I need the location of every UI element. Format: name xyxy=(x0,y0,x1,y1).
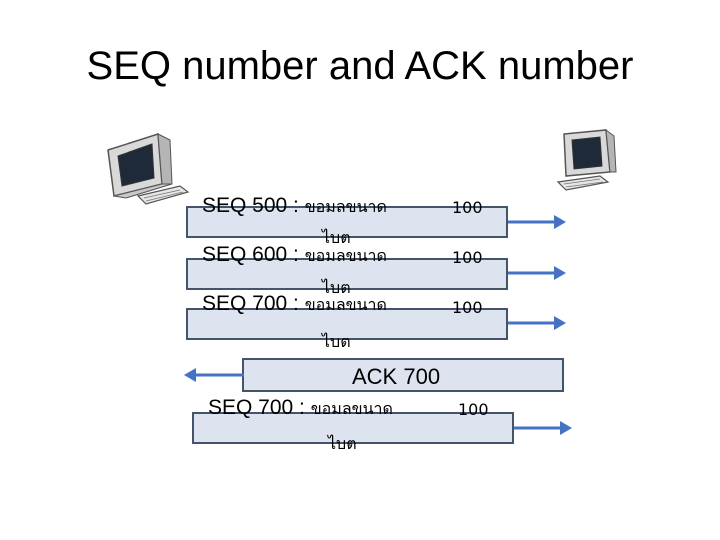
ack-label: ACK 700 xyxy=(352,364,441,389)
ack-box xyxy=(242,358,564,392)
ack-arrow-icon xyxy=(184,368,244,382)
segment-1-seq-label: SEQ 500 : ขอมลขนาด xyxy=(202,194,387,220)
segment-2-arrow-icon xyxy=(508,266,566,280)
retransmit-seq-label: SEQ 700 : ขอมลขนาด xyxy=(208,396,393,422)
slide-title: SEQ number and ACK number xyxy=(86,44,634,88)
segment-3-size: 100 xyxy=(452,298,483,317)
segment-3-unit: ไบต xyxy=(322,332,351,351)
segment-2-seq: SEQ 600 : xyxy=(202,243,299,266)
retransmit-seq: SEQ 700 : xyxy=(208,396,305,419)
retransmit-box xyxy=(192,412,514,444)
segment-box-3 xyxy=(186,308,508,340)
segment-2-seq-label: SEQ 600 : ขอมลขนาด xyxy=(202,243,387,269)
segment-3-seq: SEQ 700 : xyxy=(202,292,299,315)
segment-2-size: 100 xyxy=(452,248,483,267)
segment-3-desc: ขอมลขนาด xyxy=(304,295,387,314)
segment-1-arrow-icon xyxy=(508,215,566,229)
segment-3-seq-label: SEQ 700 : ขอมลขนาด xyxy=(202,292,387,318)
segment-1-desc: ขอมลขนาด xyxy=(304,197,387,216)
receiver-computer-icon xyxy=(556,128,617,191)
segment-2-unit: ไบต xyxy=(322,278,351,297)
segment-box-1 xyxy=(186,206,508,238)
retransmit-unit: ไบต xyxy=(328,434,357,453)
sender-computer-icon xyxy=(107,132,190,205)
retransmit-arrow-icon xyxy=(514,421,572,435)
segment-3-arrow-icon xyxy=(508,316,566,330)
segment-box-2 xyxy=(186,258,508,290)
retransmit-desc: ขอมลขนาด xyxy=(310,399,393,418)
retransmit-size: 100 xyxy=(458,400,489,419)
segment-1-size: 100 xyxy=(452,198,483,217)
segment-2-desc: ขอมลขนาด xyxy=(304,246,387,265)
segment-1-unit: ไบต xyxy=(322,228,351,247)
segment-1-seq: SEQ 500 : xyxy=(202,194,299,217)
